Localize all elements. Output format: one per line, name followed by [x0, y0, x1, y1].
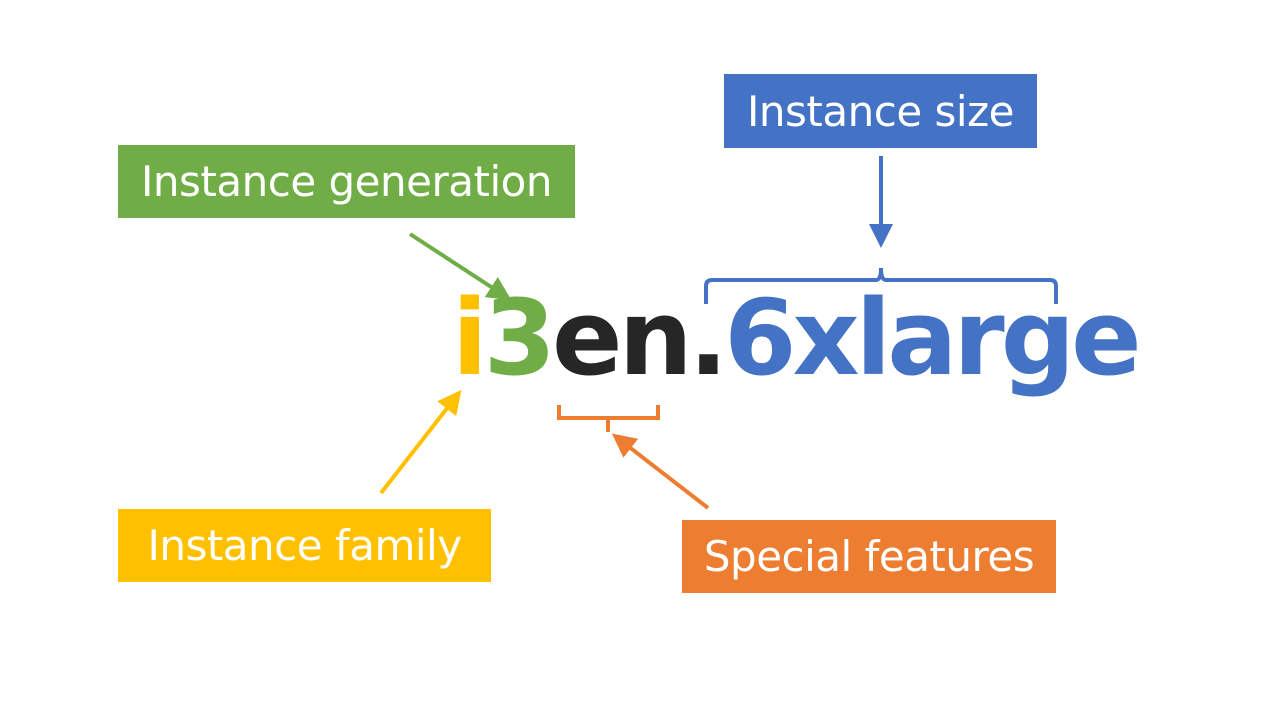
instance-family-text: Instance family: [147, 521, 462, 570]
separator-dot: .: [688, 277, 728, 399]
features-letters: en: [552, 277, 693, 399]
features-arrow-icon: [611, 433, 710, 510]
family-arrow-icon: [379, 389, 462, 495]
instance-size-text: Instance size: [747, 86, 1014, 136]
instance-generation-label: Instance generation: [118, 145, 575, 218]
instance-family-label: Instance family: [118, 509, 491, 582]
features-bracket-icon: [557, 405, 660, 432]
special-features-text: Special features: [703, 532, 1035, 581]
generation-digit: 3: [483, 277, 556, 399]
size-brace-icon: [704, 267, 1058, 304]
instance-generation-text: Instance generation: [141, 157, 552, 206]
generation-arrow-icon: [408, 232, 512, 301]
instance-size-label: Instance size: [724, 74, 1037, 148]
special-features-label: Special features: [682, 520, 1056, 593]
size-text: 6xlarge: [724, 277, 1142, 399]
instance-type-name: i3en.6xlarge: [452, 286, 1142, 390]
family-letter: i: [452, 277, 488, 399]
